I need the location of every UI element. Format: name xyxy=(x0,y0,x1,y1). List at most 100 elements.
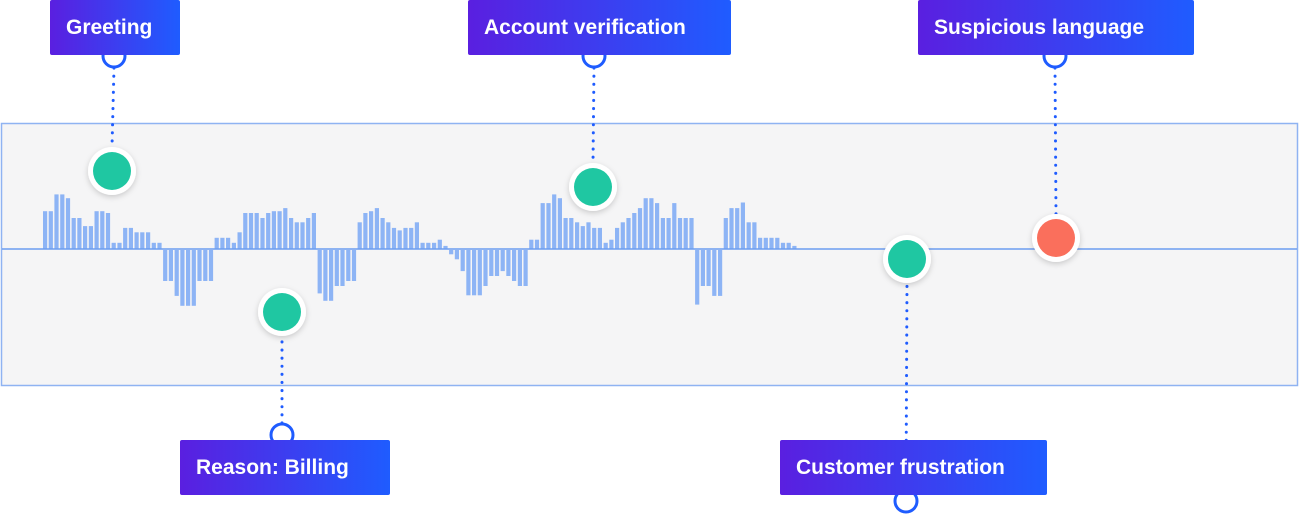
waveform-bar xyxy=(620,222,625,249)
waveform-bar xyxy=(666,218,671,249)
waveform-bar xyxy=(260,218,265,249)
waveform-bar xyxy=(569,218,574,249)
waveform-bar xyxy=(483,250,488,286)
waveform-bar xyxy=(243,213,248,249)
waveform-bar xyxy=(357,222,362,249)
connector-greeting xyxy=(110,66,116,149)
waveform-bar xyxy=(626,218,631,249)
waveform-bar xyxy=(592,227,597,249)
waveform-bar xyxy=(529,239,534,249)
waveform-bar xyxy=(466,250,471,296)
waveform-bar xyxy=(649,198,654,249)
marker-reason-billing xyxy=(263,293,301,331)
waveform-bar xyxy=(729,208,734,249)
waveform-bar xyxy=(472,250,477,296)
waveform-bar xyxy=(563,218,568,249)
waveform-bar xyxy=(157,242,162,249)
waveform-bar xyxy=(386,222,391,249)
waveform-bar xyxy=(186,250,191,306)
waveform-bar xyxy=(723,218,728,249)
waveform-bar xyxy=(397,230,402,249)
waveform-bar xyxy=(718,250,723,296)
waveform-bar xyxy=(363,213,368,249)
connector-account-verification xyxy=(591,66,596,165)
waveform-bar xyxy=(105,213,111,249)
waveform-bar xyxy=(317,250,322,294)
waveform-bar xyxy=(494,250,500,276)
waveform-bar xyxy=(506,250,511,276)
waveform-bar xyxy=(409,227,414,249)
waveform-bar xyxy=(71,218,76,249)
waveform-bar xyxy=(426,242,431,249)
waveform-bar xyxy=(740,202,745,249)
waveform-bar xyxy=(746,222,751,249)
waveform-bar xyxy=(597,227,602,249)
waveform-bar xyxy=(226,237,231,249)
label-greeting: Greeting xyxy=(50,0,180,55)
waveform-bar xyxy=(334,250,339,286)
waveform-bar xyxy=(54,194,59,249)
waveform-bar xyxy=(758,237,763,249)
waveform-bar xyxy=(414,222,419,249)
waveform-bar xyxy=(672,203,677,249)
waveform-bar xyxy=(712,250,717,296)
waveform-bar xyxy=(695,250,700,305)
marker-customer-frustration xyxy=(888,240,926,278)
waveform-bar xyxy=(134,232,139,249)
waveform-bar xyxy=(477,250,482,296)
waveform-bar xyxy=(248,213,254,249)
waveform-bar xyxy=(43,211,48,249)
waveform-bar xyxy=(660,218,665,249)
waveform-bar xyxy=(775,237,780,249)
waveform-bar xyxy=(454,250,459,260)
waveform-bar xyxy=(340,250,345,286)
waveform-bar xyxy=(517,250,522,286)
waveform-bar xyxy=(311,213,316,249)
waveform-bar xyxy=(77,218,82,249)
waveform-bar xyxy=(763,237,768,249)
waveform-bar xyxy=(65,198,71,249)
waveform-bar xyxy=(48,211,53,249)
waveform-bar xyxy=(700,250,705,286)
waveform-bar xyxy=(197,250,202,281)
connector-suspicious-language xyxy=(1053,66,1058,216)
waveform-bar xyxy=(523,250,528,286)
waveform-panel xyxy=(0,122,1299,387)
waveform-bar xyxy=(575,222,580,249)
waveform-bar xyxy=(655,203,660,249)
waveform-bar xyxy=(683,218,688,249)
waveform-bar xyxy=(643,198,648,249)
waveform-bar xyxy=(540,203,545,249)
waveform-bar xyxy=(174,250,179,296)
waveform-bar xyxy=(100,211,105,249)
waveform-bar xyxy=(237,232,242,249)
waveform-bar xyxy=(214,237,219,249)
waveform-bar xyxy=(534,239,540,249)
marker-account-verification xyxy=(574,168,612,206)
waveform-bar xyxy=(437,239,442,249)
waveform-bar xyxy=(689,218,694,249)
waveform-bar xyxy=(168,250,173,281)
marker-suspicious-language xyxy=(1037,219,1075,257)
waveform-bar xyxy=(203,250,208,281)
waveform-bar xyxy=(489,250,494,276)
waveform-bar xyxy=(271,211,276,249)
waveform-bar xyxy=(609,239,614,249)
waveform-bar xyxy=(300,222,305,249)
waveform-bar xyxy=(632,213,637,249)
waveform-bar xyxy=(546,203,551,249)
waveform-bar xyxy=(512,250,517,281)
label-reason-billing: Reason: Billing xyxy=(180,440,390,495)
connector-customer-frustration xyxy=(904,281,909,491)
waveform-bar xyxy=(163,250,168,281)
waveform-bar xyxy=(432,242,437,249)
waveform-bar xyxy=(289,218,294,249)
marker-greeting xyxy=(93,152,131,190)
waveform-bar xyxy=(677,218,683,249)
waveform-bar xyxy=(294,222,299,249)
waveform-bar xyxy=(403,227,408,249)
waveform-bar xyxy=(786,242,791,249)
waveform-bar xyxy=(220,237,225,249)
